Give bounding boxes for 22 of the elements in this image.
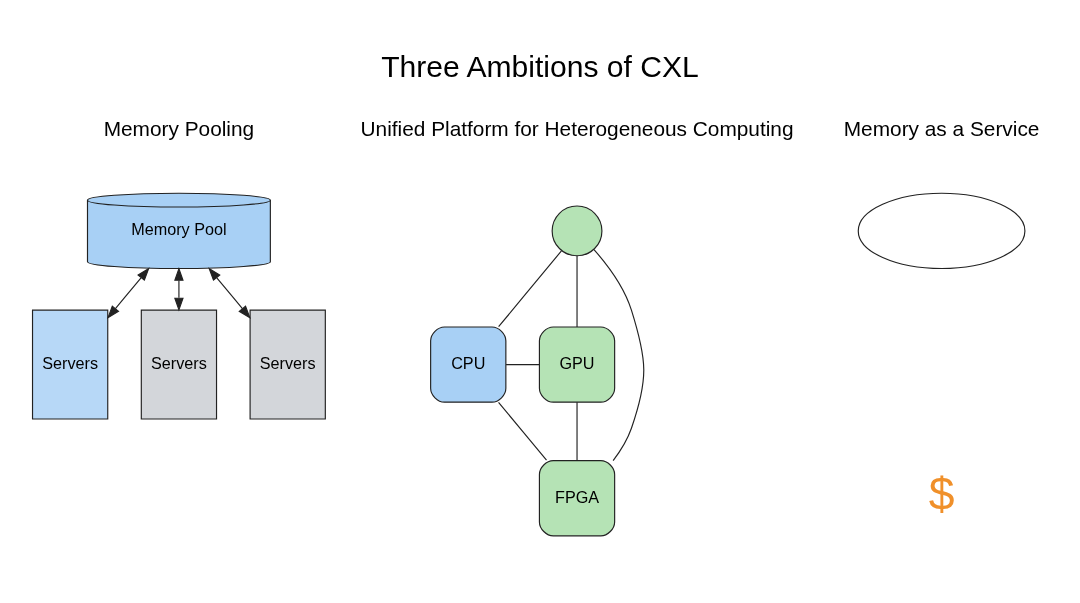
node-box: CPU: [430, 326, 507, 403]
node-box: Servers: [249, 309, 326, 420]
connector: [576, 401, 578, 461]
label: Memory as a Service: [843, 116, 1040, 140]
arrow: [106, 267, 150, 319]
node-box: GPU: [538, 326, 616, 403]
connector: [593, 249, 645, 462]
node-box: Servers: [31, 309, 109, 420]
connector: [497, 401, 548, 461]
node-cloud: [857, 192, 1026, 270]
connector: [505, 364, 540, 366]
node-circle: [551, 205, 603, 257]
label: $: [928, 467, 955, 520]
arrow: [174, 266, 184, 312]
node-box: FPGA: [538, 460, 616, 537]
diagram-title: Three Ambitions of CXL: [381, 50, 699, 84]
label: Memory Pooling: [103, 116, 255, 140]
connector: [576, 255, 578, 328]
arrow: [208, 267, 251, 319]
label: Unified Platform for Heterogeneous Computing: [360, 116, 794, 140]
connector: [498, 250, 563, 328]
node-box: Servers: [140, 309, 218, 420]
